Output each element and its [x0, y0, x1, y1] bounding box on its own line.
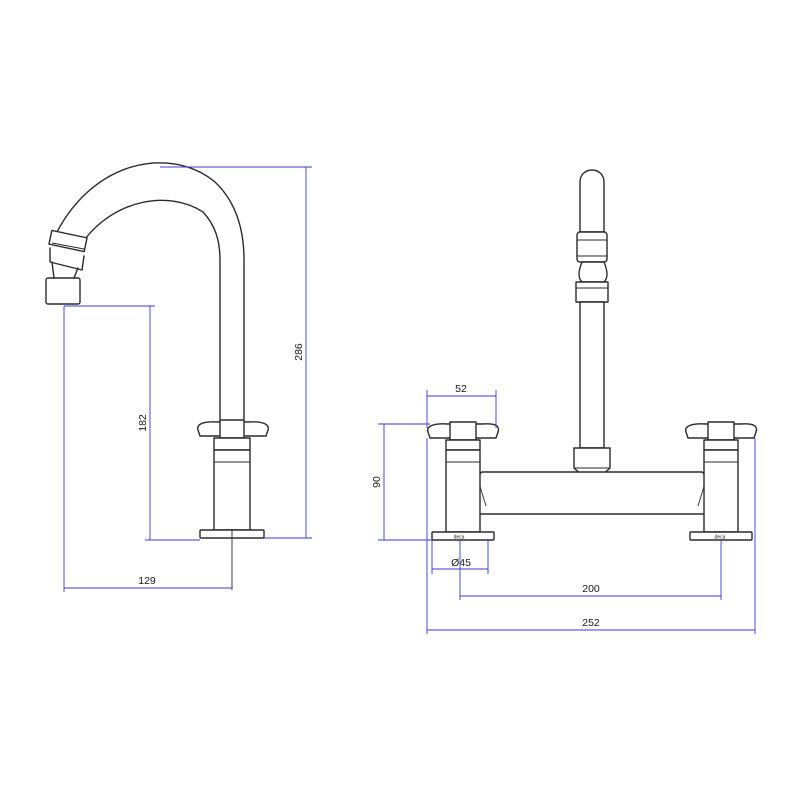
- right-brand-mark: deca: [715, 535, 726, 541]
- dim-90-label: 90: [371, 476, 383, 488]
- front-spout-ring: [576, 231, 608, 263]
- aerator-joint: [51, 261, 79, 279]
- side-bonnet: [213, 437, 251, 451]
- spout-outer-curve: [52, 162, 245, 426]
- aerator-ring: [48, 229, 88, 253]
- side-handle-collar: [219, 419, 245, 439]
- right-bonnet: [703, 439, 739, 451]
- front-view: deca deca: [427, 169, 758, 541]
- front-dimensions: 52 90 Ø45 200 252: [371, 383, 756, 634]
- left-handle-collar: [449, 421, 477, 441]
- left-bonnet: [445, 439, 481, 451]
- dim-129-label: 129: [138, 575, 156, 587]
- side-view: [45, 162, 269, 590]
- dim-252-label: 252: [582, 617, 600, 629]
- left-brand-mark: deca: [454, 535, 465, 541]
- side-dimensions: 286 182 129: [63, 166, 312, 592]
- right-body: [703, 449, 739, 533]
- dim-182-label: 182: [137, 414, 149, 432]
- front-bridge: [473, 471, 711, 515]
- aerator-ring-line: [51, 242, 85, 250]
- front-spout-knuckle: [578, 261, 608, 283]
- aerator-nozzle: [45, 277, 81, 305]
- front-spout-collar: [575, 281, 609, 303]
- dim-200-label: 200: [582, 583, 600, 595]
- left-base: [431, 531, 495, 541]
- front-spout-tip: [579, 169, 605, 233]
- dim-45-label: Ø45: [451, 557, 471, 569]
- dim-52-label: 52: [455, 383, 467, 395]
- front-spout-tube: [579, 301, 605, 449]
- right-handle-collar: [707, 421, 735, 441]
- aerator-neck: [49, 247, 85, 271]
- spout-inner-curve: [79, 199, 221, 426]
- dim-286-label: 286: [293, 343, 305, 361]
